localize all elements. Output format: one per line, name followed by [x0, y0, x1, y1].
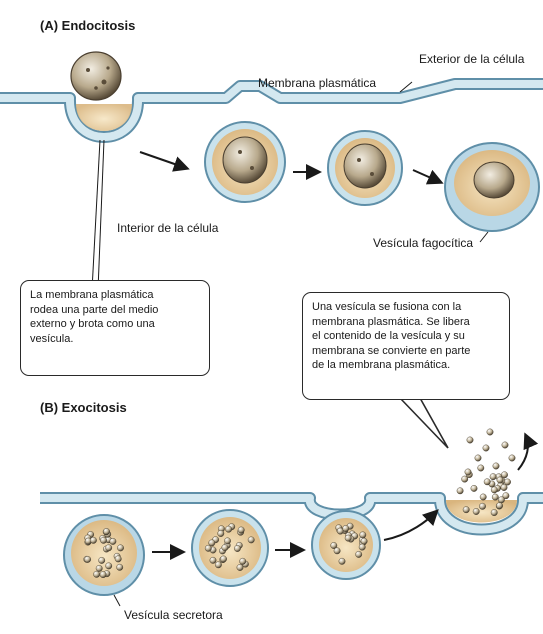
secretory-granule — [222, 544, 228, 550]
released-granule — [502, 442, 508, 448]
secretory-granule — [103, 528, 109, 534]
membrane-label: Membrana plasmática — [258, 76, 376, 90]
secretory-granule — [117, 564, 123, 570]
callout-line: membrana plasmática. Se libera — [312, 315, 500, 330]
secretory-granule — [479, 503, 485, 509]
secretory-granule — [361, 538, 367, 544]
leader-lines — [92, 82, 488, 290]
released-granule — [493, 463, 499, 469]
secretory-granule — [205, 545, 211, 551]
released-granule — [487, 429, 493, 435]
secretory-granule — [84, 556, 90, 562]
secretory-granule — [115, 556, 121, 562]
migrating-vesicle — [192, 510, 268, 586]
callout-line: vesícula. — [30, 332, 200, 347]
secretory-granule — [473, 508, 479, 514]
secretory-granule — [504, 479, 510, 485]
endocytosis-title: (A) Endocitosis — [40, 18, 135, 33]
secretory-granule — [345, 535, 351, 541]
secretory-granule — [359, 544, 365, 550]
secretory-granule — [215, 562, 221, 568]
secretory-granule — [220, 556, 226, 562]
secretory-granule — [480, 494, 486, 500]
secretory-vesicle-label: Vesícula secretora — [124, 608, 223, 622]
secretory-granule — [90, 537, 96, 543]
phagocytic-vesicle — [445, 143, 539, 231]
secretory-granule — [360, 532, 366, 538]
secretory-granule — [218, 530, 224, 536]
callout-line: La membrana plasmática — [30, 288, 200, 303]
secretory-granule — [490, 474, 496, 480]
secretory-granule — [110, 538, 116, 544]
secretory-granule — [334, 548, 340, 554]
leader-lines-bottom — [114, 595, 120, 606]
fusing-vesicle — [312, 511, 380, 579]
released-granule — [497, 477, 503, 483]
secretory-granule — [491, 509, 497, 515]
secretory-granule — [209, 540, 215, 546]
budding-vesicle — [205, 122, 285, 202]
secretory-granule — [457, 488, 463, 494]
secretory-granule — [106, 545, 112, 551]
callout-line: de la membrana plasmática. — [312, 358, 500, 373]
callout-pointer — [400, 398, 448, 448]
released-granule — [509, 455, 515, 461]
interior-label: Interior de la célula — [117, 221, 218, 235]
secretory-granule — [224, 538, 230, 544]
callout-line: Una vesícula se fusiona con la — [312, 300, 500, 315]
callout-line: el contenido de la vesícula y su — [312, 329, 500, 344]
secretory-granule — [99, 557, 105, 563]
secretory-granule — [343, 525, 349, 531]
secretory-granule — [225, 526, 231, 532]
secretory-granule — [238, 527, 244, 533]
exterior-label: Exterior de la célula — [419, 52, 524, 66]
secretory-granule — [491, 487, 497, 493]
secretory-granule — [100, 537, 106, 543]
phagocytic-vesicle-label: Vesícula fagocítica — [373, 236, 473, 250]
secretory-granule — [463, 507, 469, 513]
secretory-granule — [240, 558, 246, 564]
secretory-granule — [96, 565, 102, 571]
secretory-granule — [237, 564, 243, 570]
exocytosis-title: (B) Exocitosis — [40, 400, 127, 415]
releasing-vesicle — [446, 429, 517, 523]
released-granule — [483, 445, 489, 451]
callout-line: externo y brota como una — [30, 317, 200, 332]
secretory-granule — [248, 537, 254, 543]
secretory-granule — [478, 465, 484, 471]
secretory-granule — [484, 479, 490, 485]
secretory-granule — [106, 563, 112, 569]
secretory-granule — [356, 551, 362, 557]
secretory-granule — [471, 485, 477, 491]
internalized-vesicle — [328, 131, 402, 205]
callout-line: rodea una parte del medio — [30, 303, 200, 318]
callout-line: membrana se convierte en parte — [312, 344, 500, 359]
secretory-granule — [234, 545, 240, 551]
secretory-granule — [339, 558, 345, 564]
secretory-granule — [462, 476, 468, 482]
released-granule — [475, 455, 481, 461]
released-granule — [465, 469, 471, 475]
released-granule — [467, 437, 473, 443]
secretory-granule — [501, 472, 507, 478]
secretory-granule — [492, 494, 498, 500]
secretory-granule — [501, 484, 507, 490]
endocytosis-callout: La membrana plasmática rodea una parte d… — [20, 280, 210, 376]
secretory-granule — [496, 503, 502, 509]
secretory-granule — [117, 545, 123, 551]
secretory-granule — [93, 571, 99, 577]
secretory-granule — [498, 497, 504, 503]
secretory-vesicle — [64, 515, 144, 595]
exocytosis-callout: Una vesícula se fusiona con la membrana … — [302, 292, 510, 400]
secretory-granule — [210, 557, 216, 563]
secretory-granule — [100, 571, 106, 577]
extracellular-particle — [71, 52, 121, 100]
